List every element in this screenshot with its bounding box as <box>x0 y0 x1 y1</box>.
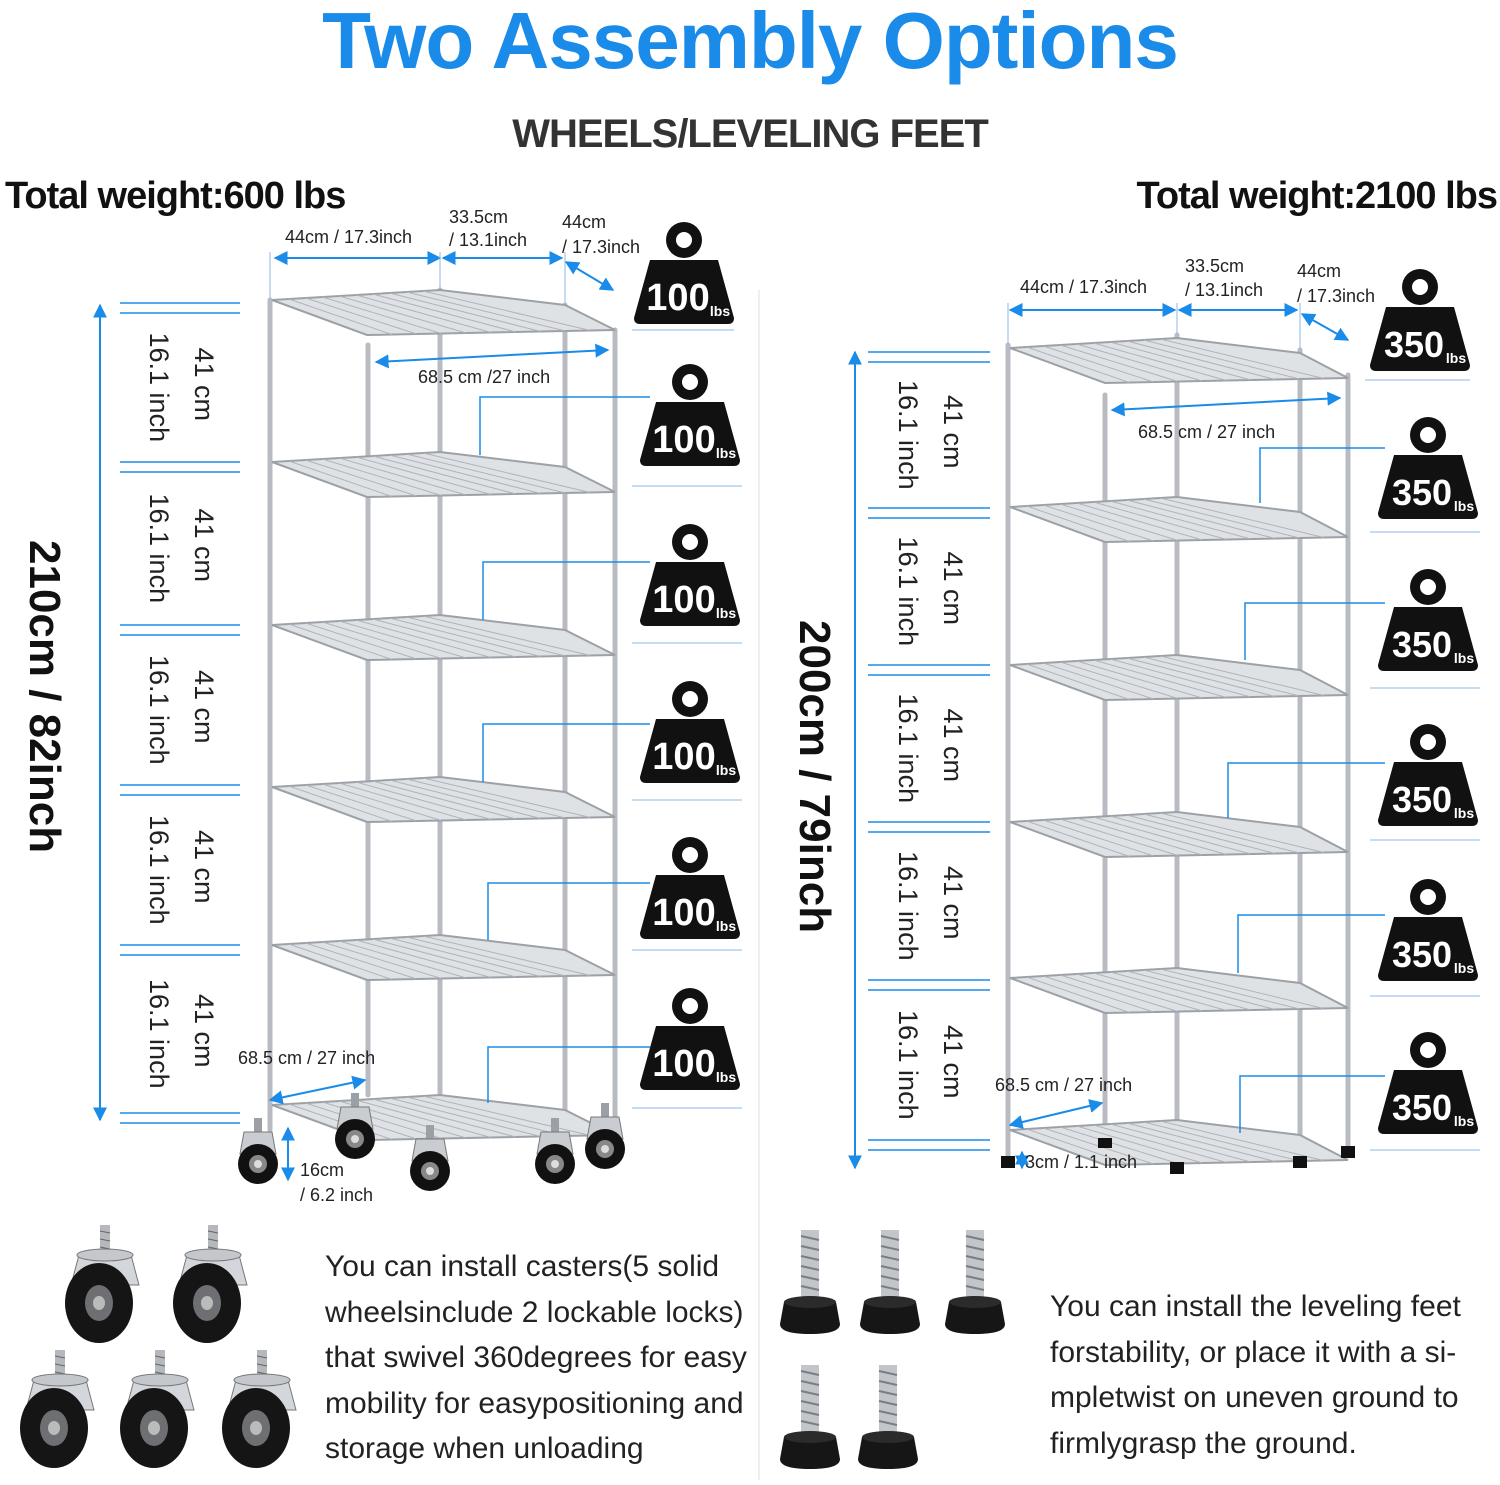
right-height-label: 200cm / 79inch <box>790 620 839 933</box>
gap-inch-label: 16.1 inch <box>144 333 174 443</box>
weight-value: 350 <box>1392 779 1452 820</box>
right-width-b-label: 33.5cm <box>1185 256 1244 276</box>
weight-value: 100 <box>652 579 715 621</box>
weight-unit: lbs <box>1454 960 1474 976</box>
right-diag-top-label: 68.5 cm / 27 inch <box>1138 422 1275 442</box>
left-dimension-lines <box>93 251 742 1182</box>
weight-unit: lbs <box>716 918 736 934</box>
gap-inch-label: 16.1 inch <box>893 1010 923 1120</box>
weight-unit: lbs <box>1454 498 1474 514</box>
weight-value: 350 <box>1384 324 1444 365</box>
right-width-b-inch: / 13.1inch <box>1185 280 1263 300</box>
weight-unit: lbs <box>716 762 736 778</box>
weight-value: 100 <box>652 736 715 778</box>
leveling-feet-description: You can install the leveling feet forsta… <box>1050 1290 1461 1460</box>
right-diag-bottom-label: 68.5 cm / 27 inch <box>995 1075 1132 1095</box>
right-width-a-label: 44cm / 17.3inch <box>1020 277 1147 297</box>
leveling-feet-photo <box>779 1229 1006 1470</box>
right-feet-height-label: 3cm / 1.1 inch <box>1025 1152 1137 1172</box>
left-width-c-label: 44cm <box>562 212 606 232</box>
gap-inch-label: 16.1 inch <box>893 380 923 490</box>
right-dimension-lines <box>848 303 1480 1170</box>
left-shelf-rack <box>267 287 618 1143</box>
left-height-label: 210cm / 82inch <box>20 540 69 853</box>
left-width-c-inch: / 17.3inch <box>562 237 640 257</box>
gap-inch-label: 16.1 inch <box>893 851 923 961</box>
weight-value: 100 <box>652 892 715 934</box>
gap-cm-label: 41 cm <box>938 709 968 783</box>
gap-inch-label: 16.1 inch <box>144 815 174 925</box>
gap-cm-label: 41 cm <box>938 1025 968 1099</box>
weight-value: 100 <box>652 419 715 461</box>
left-total-weight: Total weight:600 lbs <box>5 175 346 217</box>
gap-cm-label: 41 cm <box>189 670 219 744</box>
page-title: Two Assembly Options <box>322 0 1179 85</box>
weight-unit: lbs <box>1454 805 1474 821</box>
gap-cm-label: 41 cm <box>189 830 219 904</box>
weight-unit: lbs <box>1454 650 1474 666</box>
casters-description: You can install casters(5 solid wheelsin… <box>325 1250 747 1465</box>
weight-value: 350 <box>1392 472 1452 513</box>
weight-value: 350 <box>1392 934 1452 975</box>
weight-unit: lbs <box>716 605 736 621</box>
right-total-weight: Total weight:2100 lbs <box>1136 175 1498 217</box>
gap-cm-label: 41 cm <box>938 552 968 626</box>
weight-value: 100 <box>652 1043 715 1085</box>
center-divider <box>758 290 760 1480</box>
weight-value: 350 <box>1392 1087 1452 1128</box>
gap-cm-label: 41 cm <box>189 348 219 422</box>
gap-cm-label: 41 cm <box>189 994 219 1068</box>
gap-cm-label: 41 cm <box>938 866 968 940</box>
gap-inch-label: 16.1 inch <box>893 694 923 804</box>
caster-wheels-photo <box>19 1224 297 1469</box>
weight-unit: lbs <box>1454 1113 1474 1129</box>
left-width-b-inch: / 13.1inch <box>449 230 527 250</box>
gap-cm-label: 41 cm <box>938 395 968 469</box>
gap-inch-label: 16.1 inch <box>144 655 174 765</box>
right-width-c-label: 44cm <box>1297 261 1341 281</box>
gap-inch-label: 16.1 inch <box>893 537 923 647</box>
left-wheel-height-cm: 16cm <box>300 1160 344 1180</box>
weight-value: 350 <box>1392 624 1452 665</box>
left-width-a-label: 44cm / 17.3inch <box>285 227 412 247</box>
gap-inch-label: 16.1 inch <box>144 979 174 1089</box>
weight-unit: lbs <box>716 445 736 461</box>
weight-unit: lbs <box>710 303 730 319</box>
weight-unit: lbs <box>1446 350 1466 366</box>
gap-cm-label: 41 cm <box>189 509 219 583</box>
left-diag-top-label: 68.5 cm /27 inch <box>418 367 550 387</box>
left-wheel-height-inch: / 6.2 inch <box>300 1185 373 1205</box>
right-dimension-labels: 44cm / 17.3inch 33.5cm / 13.1inch 44cm /… <box>790 256 1375 1172</box>
weight-unit: lbs <box>716 1069 736 1085</box>
left-dimension-labels: 44cm / 17.3inch 33.5cm / 13.1inch 44cm /… <box>20 207 640 1205</box>
page-subtitle: WHEELS/LEVELING FEET <box>512 112 989 156</box>
weight-value: 100 <box>646 277 709 319</box>
right-width-c-inch: / 17.3inch <box>1297 286 1375 306</box>
gap-inch-label: 16.1 inch <box>144 494 174 604</box>
left-width-b-label: 33.5cm <box>449 207 508 227</box>
right-shelf-rack <box>1001 332 1355 1174</box>
left-diag-bottom-label: 68.5 cm / 27 inch <box>238 1048 375 1068</box>
